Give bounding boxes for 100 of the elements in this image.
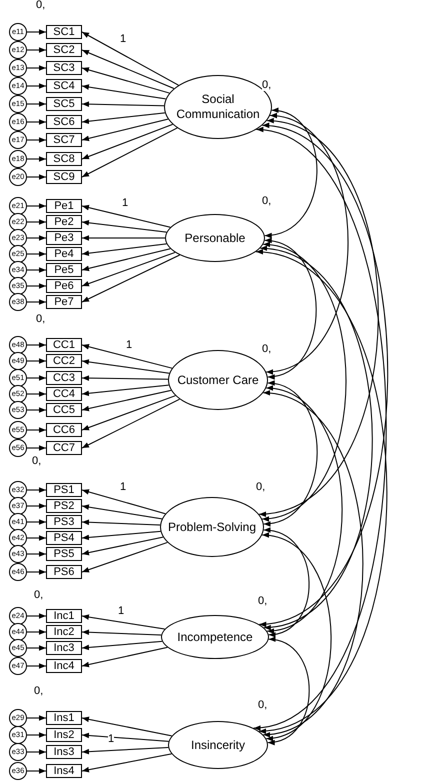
parameter-label: 0, xyxy=(262,196,272,207)
arrow xyxy=(26,519,46,525)
arrow xyxy=(26,629,46,635)
indicator-box: Inc3 xyxy=(46,641,82,655)
arrow xyxy=(82,204,171,228)
arrow xyxy=(82,614,166,630)
parameter-label: 1 xyxy=(120,482,126,493)
arrow xyxy=(26,613,46,619)
arrow xyxy=(82,390,172,412)
covariance-arrow xyxy=(262,243,347,520)
covariance-arrow xyxy=(264,108,318,238)
covariance-arrow xyxy=(258,124,388,626)
parameter-label: 0, xyxy=(34,686,44,697)
arrow xyxy=(82,243,167,256)
parameter-label: 0, xyxy=(262,344,272,355)
arrow xyxy=(26,749,46,755)
arrow xyxy=(26,29,46,35)
arrow xyxy=(26,445,46,451)
arrow xyxy=(82,124,174,160)
arrow xyxy=(82,127,178,178)
arrow xyxy=(82,747,169,754)
arrow xyxy=(82,344,173,369)
arrow xyxy=(82,716,172,736)
arrow xyxy=(82,395,176,430)
arrow xyxy=(26,251,46,257)
parameter-label: 1 xyxy=(122,198,128,209)
arrow xyxy=(26,219,46,225)
arrow xyxy=(82,629,162,636)
arrow xyxy=(26,203,46,209)
arrow xyxy=(26,235,46,241)
parameter-label: 1 xyxy=(126,340,132,351)
covariance-arrow xyxy=(263,528,310,636)
indicator-box: Inc4 xyxy=(46,659,82,673)
arrow xyxy=(82,84,166,100)
arrow xyxy=(26,83,46,89)
factor-ellipse: Problem-Solving xyxy=(160,497,264,557)
arrow xyxy=(26,715,46,721)
parameter-label: 1 xyxy=(118,606,124,617)
indicator-box: Pe1 xyxy=(46,199,82,213)
arrow xyxy=(26,427,46,433)
arrow xyxy=(26,119,46,125)
indicator-box: Pe4 xyxy=(46,247,82,261)
arrow xyxy=(26,267,46,273)
indicator-box: PS5 xyxy=(46,547,82,561)
parameter-label: 0, xyxy=(34,590,44,601)
arrow xyxy=(82,254,180,302)
covariance-arrow xyxy=(267,638,310,744)
arrow xyxy=(26,375,46,381)
covariance-arrow xyxy=(263,382,318,526)
indicator-box: CC5 xyxy=(46,403,82,417)
arrow xyxy=(82,359,170,374)
parameter-label: 1 xyxy=(108,734,114,745)
indicator-box: Ins3 xyxy=(46,745,82,759)
arrow xyxy=(26,174,46,180)
covariance-arrow xyxy=(255,250,388,732)
arrow xyxy=(26,535,46,541)
indicator-box: SC7 xyxy=(46,133,82,147)
arrow xyxy=(26,732,46,738)
arrow xyxy=(26,663,46,669)
arrow xyxy=(82,112,166,124)
indicator-box: PS4 xyxy=(46,531,82,545)
arrow xyxy=(26,358,46,364)
indicator-box: CC2 xyxy=(46,354,82,368)
indicator-box: SC2 xyxy=(46,43,82,57)
factor-ellipse: Personable xyxy=(165,214,265,262)
indicator-box: SC6 xyxy=(46,115,82,129)
factor-ellipse: Incompetence xyxy=(161,615,269,659)
arrow xyxy=(26,407,46,413)
parameter-label: 1 xyxy=(120,34,126,45)
indicator-box: Inc2 xyxy=(46,625,82,639)
arrow xyxy=(82,646,168,668)
arrow xyxy=(82,542,168,572)
indicator-box: CC6 xyxy=(46,423,82,437)
arrow xyxy=(26,47,46,53)
arrow xyxy=(26,342,46,348)
covariance-arrow xyxy=(253,128,387,729)
arrow xyxy=(26,299,46,305)
indicator-box: SC4 xyxy=(46,79,82,93)
indicator-box: CC4 xyxy=(46,387,82,401)
indicator-box: SC5 xyxy=(46,97,82,111)
indicator-box: SC9 xyxy=(46,170,82,184)
parameter-label: 0, xyxy=(36,0,46,11)
arrow xyxy=(26,503,46,509)
arrow xyxy=(82,398,180,448)
indicator-box: CC1 xyxy=(46,338,82,352)
parameter-label: 0, xyxy=(258,700,268,711)
indicator-box: Ins2 xyxy=(46,728,82,742)
indicator-box: PS1 xyxy=(46,483,82,497)
arrow xyxy=(82,50,174,90)
arrow xyxy=(82,732,170,742)
arrow xyxy=(82,118,169,142)
arrow xyxy=(26,551,46,557)
parameter-label: 0, xyxy=(32,456,42,467)
arrow xyxy=(26,137,46,143)
arrow xyxy=(26,156,46,162)
indicator-box: SC8 xyxy=(46,152,82,166)
indicator-box: CC3 xyxy=(46,371,82,385)
indicator-box: CC7 xyxy=(46,441,82,455)
indicator-box: SC1 xyxy=(46,25,82,39)
indicator-box: Pe5 xyxy=(46,263,82,277)
